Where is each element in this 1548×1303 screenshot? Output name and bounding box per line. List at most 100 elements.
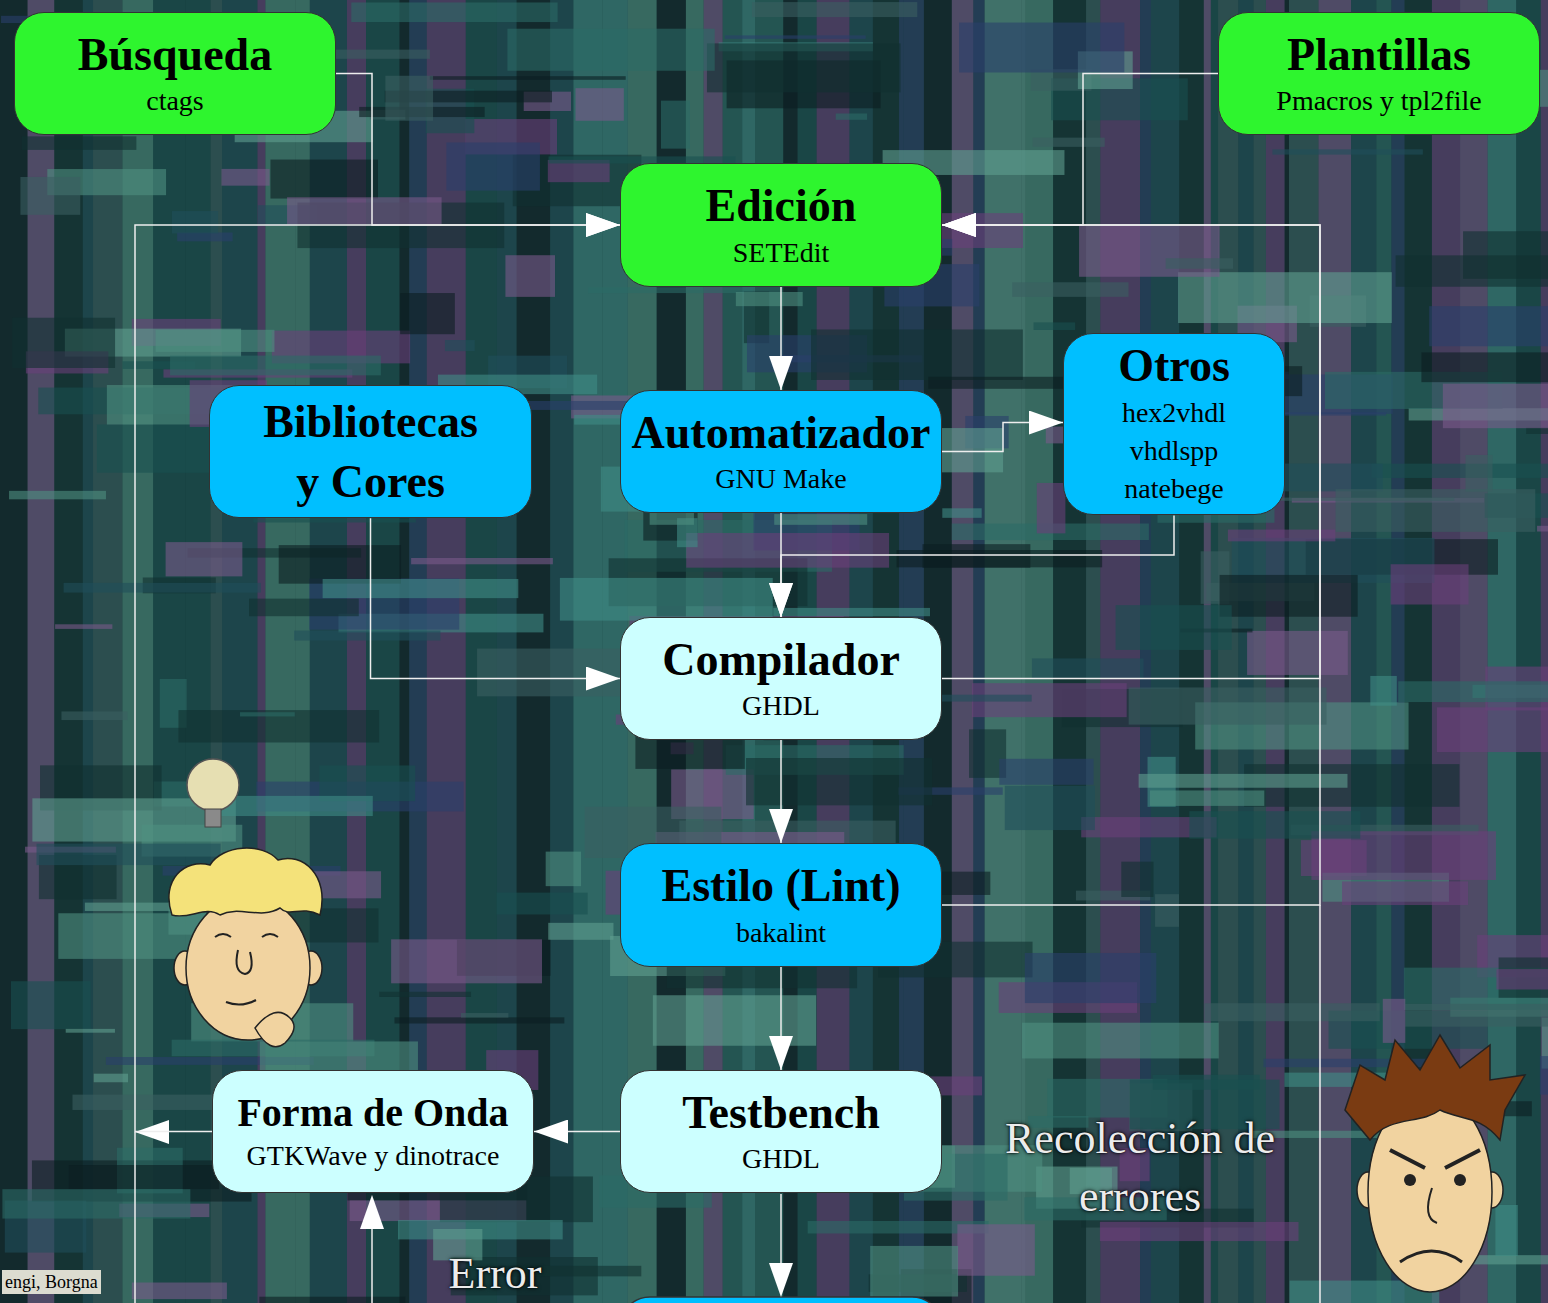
- annotation: Recolección de errores: [975, 1110, 1305, 1226]
- die-stripe: [430, 76, 626, 80]
- tool-box: Forma de OndaGTKWave y dinotrace: [212, 1070, 534, 1193]
- die-stripe: [1391, 564, 1469, 604]
- die-stripe: [1189, 811, 1360, 838]
- die-stripe: [1443, 384, 1548, 428]
- annotation: Error: [430, 1250, 560, 1298]
- flow-arrow: [781, 515, 1174, 617]
- die-stripe: [836, 113, 867, 119]
- flow-arrow: [780, 513, 782, 617]
- die-stripe: [707, 43, 901, 92]
- die-stripe: [1034, 322, 1076, 330]
- die-stripe: [351, 2, 557, 22]
- die-stripe: [22, 136, 136, 150]
- tool-name: Pmacros y tpl2file: [1276, 83, 1481, 118]
- die-stripe: [11, 981, 91, 1029]
- die-stripe: [1372, 464, 1548, 478]
- die-stripe: [773, 608, 930, 616]
- die-stripe: [1220, 575, 1358, 617]
- die-stripe: [395, 1017, 565, 1023]
- die-stripe: [1005, 786, 1095, 830]
- die-stripe: [1021, 0, 1026, 1303]
- die-stripe: [1247, 631, 1348, 675]
- tool-box: Otroshex2vhdl vhdlspp natebege: [1063, 333, 1285, 516]
- die-stripe: [319, 765, 415, 801]
- die-stripe: [952, 0, 974, 1303]
- die-stripe: [546, 852, 581, 887]
- die-stripe: [132, 1283, 227, 1300]
- die-stripe: [66, 1029, 115, 1033]
- tool-name: GHDL: [742, 688, 820, 723]
- tool-box: CompiladorGHDL: [620, 617, 942, 740]
- die-stripe: [1370, 676, 1396, 706]
- die-stripe: [69, 1165, 219, 1189]
- box-title: Edición: [706, 180, 857, 233]
- die-stripe: [2, 1189, 190, 1218]
- die-stripe: [870, 1246, 958, 1297]
- flow-arrow: [371, 518, 621, 678]
- eye: [1404, 1174, 1416, 1186]
- die-stripe: [1342, 881, 1468, 905]
- arrowhead: [769, 1263, 793, 1297]
- die-stripe: [897, 550, 1103, 567]
- die-stripe: [774, 514, 867, 525]
- feedback-line: [134, 1132, 136, 1303]
- die-stripe: [240, 712, 295, 716]
- tool-name: GHDL: [742, 1141, 820, 1176]
- box-title: Compilador: [662, 634, 900, 687]
- die-stripe: [1155, 894, 1179, 927]
- die-stripe: [20, 177, 80, 215]
- error-line: [371, 1228, 373, 1303]
- die-stripe: [497, 893, 588, 915]
- die-stripe: [1537, 526, 1548, 532]
- tool-name: hex2vhdl vhdlspp natebege: [1109, 394, 1239, 508]
- die-stripe: [172, 211, 218, 233]
- die-stripe: [957, 1224, 1034, 1275]
- tool-name: GNU Make: [715, 461, 846, 496]
- die-stripe: [379, 992, 471, 997]
- die-stripe: [445, 340, 475, 351]
- die-stripe: [221, 169, 269, 186]
- die-stripe: [942, 508, 981, 518]
- tool-name: ctags: [146, 83, 204, 118]
- die-stripe: [1396, 255, 1548, 286]
- die-stripe: [985, 0, 1022, 1303]
- mouth: [226, 1000, 256, 1005]
- die-stripe: [1032, 658, 1144, 678]
- mouth: [1400, 1251, 1462, 1262]
- flow-arrow: [336, 74, 620, 226]
- die-stripe: [1022, 1023, 1219, 1059]
- die-stripe: [1012, 282, 1128, 297]
- eyebrows: [1390, 1150, 1480, 1168]
- box-title: Estilo (Lint): [662, 860, 901, 913]
- die-stripe: [661, 101, 690, 149]
- die-stripe: [1204, 1003, 1379, 1021]
- tool-name: bakalint: [736, 915, 826, 950]
- die-stripe: [178, 710, 379, 742]
- box-title: Testbench: [682, 1087, 880, 1140]
- die-stripe: [1540, 1056, 1548, 1095]
- die-stripe: [811, 329, 1023, 379]
- die-stripe: [1336, 489, 1536, 532]
- tool-name: GTKWave y dinotrace: [247, 1138, 500, 1173]
- nose: [1428, 1188, 1437, 1223]
- die-stripe: [725, 35, 866, 38]
- die-stripe: [1079, 225, 1219, 276]
- tool-box: PlantillasPmacros y tpl2file: [1218, 12, 1540, 135]
- die-stripe: [287, 197, 442, 224]
- tool-box: TestbenchGHDL: [620, 1070, 942, 1193]
- die-stripe: [1405, 1004, 1548, 1027]
- partial-box: [620, 1297, 942, 1303]
- hair: [1345, 1035, 1525, 1140]
- die-stripe: [259, 1297, 405, 1303]
- angry-face: [1345, 1035, 1525, 1292]
- tool-box: AutomatizadorGNU Make: [620, 390, 942, 513]
- die-stripe: [1437, 707, 1548, 752]
- die-stripe: [746, 758, 932, 805]
- die-stripe: [1100, 1222, 1299, 1241]
- die-stripe: [270, 160, 378, 199]
- die-stripe: [55, 624, 112, 629]
- tool-name: SETEdit: [733, 235, 829, 270]
- box-title: Automatizador: [632, 407, 931, 460]
- die-stripe: [64, 583, 261, 593]
- die-stripe: [505, 255, 555, 297]
